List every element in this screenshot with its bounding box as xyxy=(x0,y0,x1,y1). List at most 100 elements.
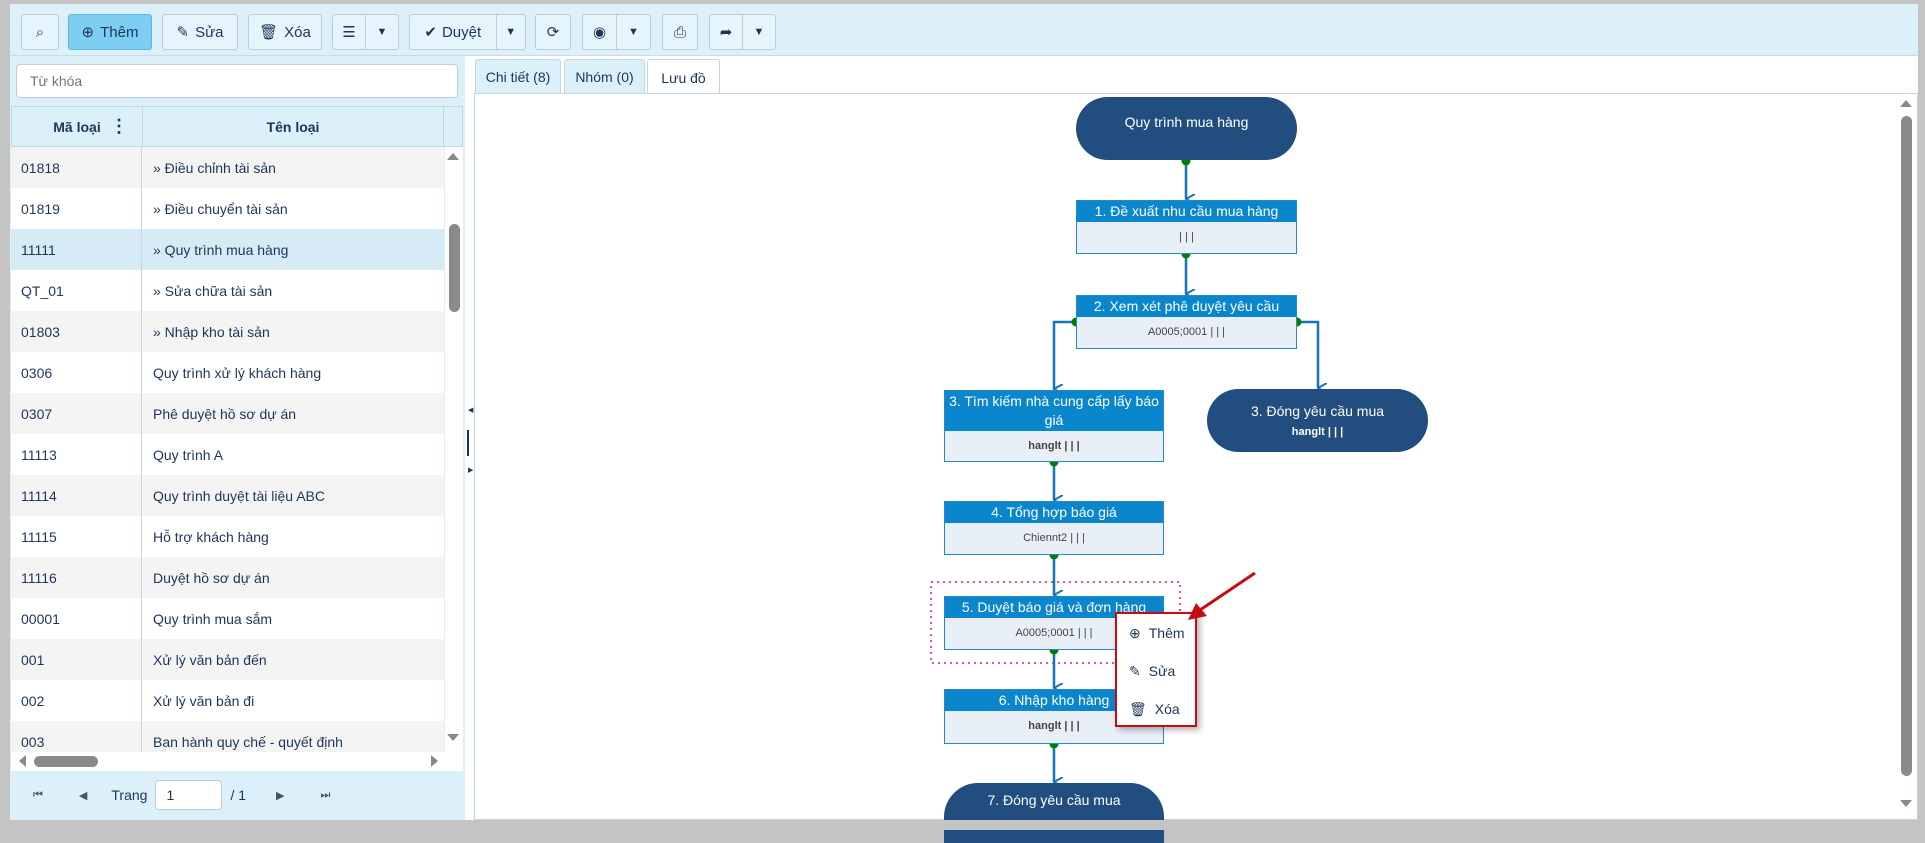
table-row[interactable]: 01803 » Nhập kho tài sản xyxy=(11,311,444,352)
column-header-name[interactable]: Tên loại xyxy=(143,107,444,146)
splitter-handle[interactable] xyxy=(467,430,469,456)
context-menu: ⊕Thêm ✎Sửa 🗑Xóa xyxy=(1115,612,1197,727)
cell-code: 00001 xyxy=(11,598,142,639)
scroll-left-arrow[interactable] xyxy=(19,755,26,767)
scroll-up-arrow[interactable] xyxy=(447,153,459,160)
pencil-icon: ✎ xyxy=(1129,662,1141,679)
flow-node-7[interactable]: 7. Đóng yêu cầu mua xyxy=(944,783,1164,843)
column-header-code[interactable]: Mã loại⋮ xyxy=(12,107,143,146)
cell-name: Xử lý văn bản đi xyxy=(153,692,255,709)
window-border xyxy=(0,820,1925,830)
share-split-button[interactable]: ➦▼ xyxy=(709,14,776,50)
tab-details[interactable]: Chi tiết (8) xyxy=(475,59,561,94)
tab-label: Lưu đồ xyxy=(661,69,706,86)
refresh-button[interactable]: ⟳ xyxy=(535,14,571,50)
approve-button[interactable]: ✔Duyệt xyxy=(410,15,496,49)
col-name-label: Tên loại xyxy=(266,118,320,135)
scroll-right-arrow[interactable] xyxy=(431,755,438,767)
table-row[interactable]: QT_01» Sửa chữa tài sản xyxy=(11,270,444,311)
approve-label: Duyệt xyxy=(441,23,482,41)
scroll-thumb[interactable] xyxy=(449,224,460,312)
cell-name: » Nhập kho tài sản xyxy=(153,323,270,340)
prev-page-icon[interactable]: ◀ xyxy=(78,789,88,802)
scroll-down-arrow[interactable] xyxy=(1900,800,1912,807)
cell-code: 11115 xyxy=(11,516,142,557)
pencil-icon: ✎ xyxy=(176,24,190,41)
collapse-left-icon[interactable]: ◀ xyxy=(468,407,474,414)
trash-icon: 🗑 xyxy=(259,24,279,41)
cell-code: 01803 xyxy=(11,311,142,352)
print-button[interactable]: ⎙ xyxy=(662,14,698,50)
menu-split-button[interactable]: ☰▼ xyxy=(332,14,399,50)
scroll-down-arrow[interactable] xyxy=(447,734,459,741)
vertical-scrollbar[interactable] xyxy=(445,147,463,752)
caret-down-icon[interactable]: ▼ xyxy=(753,26,765,38)
node-title: 3. Đóng yêu cầu mua xyxy=(1250,403,1385,419)
keyword-search-input[interactable] xyxy=(16,64,458,98)
node-title: Quy trình mua hàng xyxy=(1124,114,1249,130)
delete-label: Xóa xyxy=(284,23,311,41)
cell-code: 001 xyxy=(11,639,142,680)
cell-code: 01818 xyxy=(11,147,142,188)
cell-name: Quy trình duyệt tài liệu ABC xyxy=(153,487,325,504)
next-page-icon[interactable]: ▶ xyxy=(276,789,285,802)
eye-icon[interactable]: ◉ xyxy=(592,24,607,41)
expand-right-icon[interactable]: ▶ xyxy=(468,467,474,474)
tab-flowchart[interactable]: Lưu đồ xyxy=(647,59,720,95)
node-title: 7. Đóng yêu cầu mua xyxy=(987,792,1121,808)
scroll-up-arrow[interactable] xyxy=(1900,100,1912,107)
delete-button[interactable]: 🗑 Xóa xyxy=(248,14,322,50)
context-add[interactable]: ⊕Thêm xyxy=(1117,614,1195,652)
first-page-icon[interactable]: ⏮ xyxy=(33,788,43,801)
list-icon[interactable]: ☰ xyxy=(342,24,356,41)
caret-down-icon[interactable]: ▼ xyxy=(505,26,517,38)
horizontal-scrollbar[interactable] xyxy=(11,752,463,771)
approve-split-button[interactable]: ✔Duyệt ▼ xyxy=(409,14,526,50)
scroll-thumb[interactable] xyxy=(1901,116,1912,776)
context-edit[interactable]: ✎Sửa xyxy=(1117,652,1195,690)
caret-down-icon[interactable]: ▼ xyxy=(628,26,639,38)
cell-name: Quy trình xử lý khách hàng xyxy=(153,364,322,381)
canvas-vertical-scrollbar[interactable] xyxy=(1897,94,1915,819)
node-sub: A0005;0001 | | | xyxy=(1147,326,1226,338)
add-label: Thêm xyxy=(100,23,139,41)
column-menu-icon[interactable]: ⋮ xyxy=(110,116,128,136)
search-button[interactable]: ⌕ xyxy=(21,14,59,50)
tab-groups[interactable]: Nhóm (0) xyxy=(564,59,645,94)
view-split-button[interactable]: ◉▼ xyxy=(582,14,651,50)
node-title: 4. Tổng hợp báo giá xyxy=(945,502,1163,523)
splitter[interactable]: ◀ ▶ xyxy=(466,56,474,823)
context-delete[interactable]: 🗑Xóa xyxy=(1117,690,1195,728)
last-page-icon[interactable]: ⏭ xyxy=(320,788,331,801)
table-row[interactable]: 01819» Điều chuyển tài sản xyxy=(11,188,444,229)
flow-node-1[interactable]: 1. Đề xuất nhu cầu mua hàng| | | xyxy=(1076,200,1297,254)
cell-name: Phê duyệt hồ sơ dự án xyxy=(153,405,297,422)
hscroll-thumb[interactable] xyxy=(34,756,98,767)
node-title: 5. Duyệt báo giá và đơn hàng xyxy=(945,597,1163,618)
table-row[interactable]: 01818» Điều chỉnh tài sản xyxy=(11,147,444,188)
print-icon: ⎙ xyxy=(673,23,686,41)
page-input[interactable]: 1 xyxy=(155,780,223,810)
caret-down-icon[interactable]: ▼ xyxy=(376,26,388,38)
flow-start-node[interactable]: Quy trình mua hàng xyxy=(1076,97,1297,160)
connector xyxy=(1052,320,1076,389)
table-row[interactable]: 11111» Quy trình mua hàng xyxy=(11,229,444,270)
share-icon[interactable]: ➦ xyxy=(719,24,733,41)
add-button[interactable]: ⊕Thêm xyxy=(68,14,152,50)
edit-button[interactable]: ✎Sửa xyxy=(162,14,238,50)
